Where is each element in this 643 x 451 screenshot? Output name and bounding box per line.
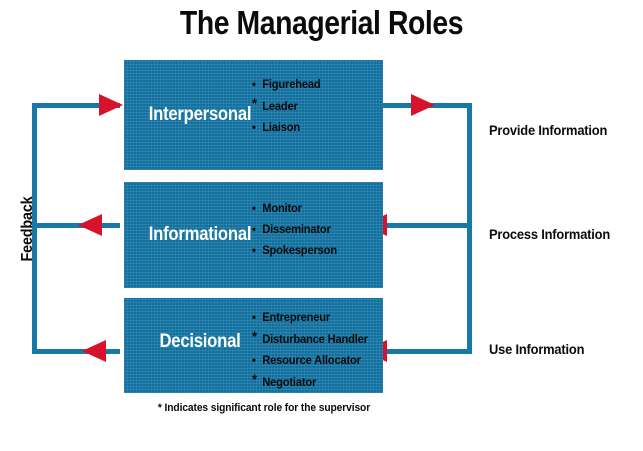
role-list-interpersonal: • Figurehead * Leader • Liaison	[252, 60, 382, 138]
role-item: • Monitor	[252, 198, 373, 219]
arrow-into-interpersonal	[99, 94, 123, 116]
role-box-decisional[interactable]: Decisional • Entrepreneur * Disturbance Ha…	[124, 298, 383, 393]
bullet-marker-icon: •	[252, 120, 256, 134]
bullet-marker-icon: •	[252, 243, 256, 257]
output-label-use-information: Use Information	[489, 341, 585, 357]
output-branch-bottom	[383, 349, 472, 354]
role-name: Spokesperson	[262, 243, 337, 257]
feedback-label: Feedback	[19, 196, 36, 262]
role-item: • Figurehead	[252, 74, 373, 95]
role-item: * Negotiator	[252, 371, 373, 393]
box-label-informational: Informational	[148, 224, 252, 245]
role-item: • Resource Allocator	[252, 350, 373, 371]
feedback-branch-middle	[32, 223, 120, 228]
footnote-significant-role: * Indicates significant role for the sup…	[157, 402, 371, 414]
feedback-branch-bottom	[32, 349, 120, 354]
role-name: Monitor	[262, 201, 302, 215]
bullet-marker-icon: •	[252, 310, 256, 324]
asterisk-marker-icon: *	[252, 371, 257, 387]
role-name: Resource Allocator	[262, 353, 361, 367]
asterisk-marker-icon: *	[252, 95, 257, 111]
bullet-marker-icon: •	[252, 353, 256, 367]
role-name: Figurehead	[262, 77, 321, 91]
role-item: • Liaison	[252, 117, 373, 138]
feedback-vertical-line	[32, 103, 37, 354]
output-label-provide-information: Provide Information	[489, 122, 608, 138]
asterisk-marker-icon: *	[252, 328, 257, 344]
role-item: • Disseminator	[252, 219, 373, 240]
role-item: • Spokesperson	[252, 240, 373, 261]
role-list-decisional: • Entrepreneur * Disturbance Handler • Reso…	[252, 298, 382, 393]
role-name: Entrepreneur	[262, 310, 331, 324]
role-box-interpersonal[interactable]: Interpersonal • Figurehead * Leader • Liais…	[124, 60, 383, 170]
role-item: • Entrepreneur	[252, 307, 373, 328]
box-label-interpersonal: Interpersonal	[148, 104, 252, 125]
role-name: Leader	[262, 99, 298, 113]
output-branch-middle	[383, 223, 472, 228]
output-vertical-line	[467, 103, 472, 354]
box-label-decisional: Decisional	[159, 331, 241, 352]
role-item: * Leader	[252, 95, 373, 117]
output-label-process-information: Process Information	[489, 226, 611, 242]
role-name: Disseminator	[262, 222, 331, 236]
arrow-out-of-interpersonal	[411, 94, 435, 116]
role-name: Negotiator	[262, 375, 317, 389]
role-box-informational[interactable]: Informational • Monitor • Disseminator • Sp…	[124, 182, 383, 288]
arrow-into-informational-from-feedback	[78, 214, 102, 236]
role-item: * Disturbance Handler	[252, 328, 373, 350]
bullet-marker-icon: •	[252, 201, 256, 215]
role-name: Liaison	[262, 120, 300, 134]
feedback-branch-top	[32, 103, 120, 108]
bullet-marker-icon: •	[252, 77, 256, 91]
arrow-into-decisional-from-feedback	[82, 340, 106, 362]
role-list-informational: • Monitor • Disseminator • Spokesperson	[252, 182, 382, 261]
bullet-marker-icon: •	[252, 222, 256, 236]
diagram-title: The Managerial Roles	[179, 4, 464, 41]
role-name: Disturbance Handler	[262, 332, 368, 346]
